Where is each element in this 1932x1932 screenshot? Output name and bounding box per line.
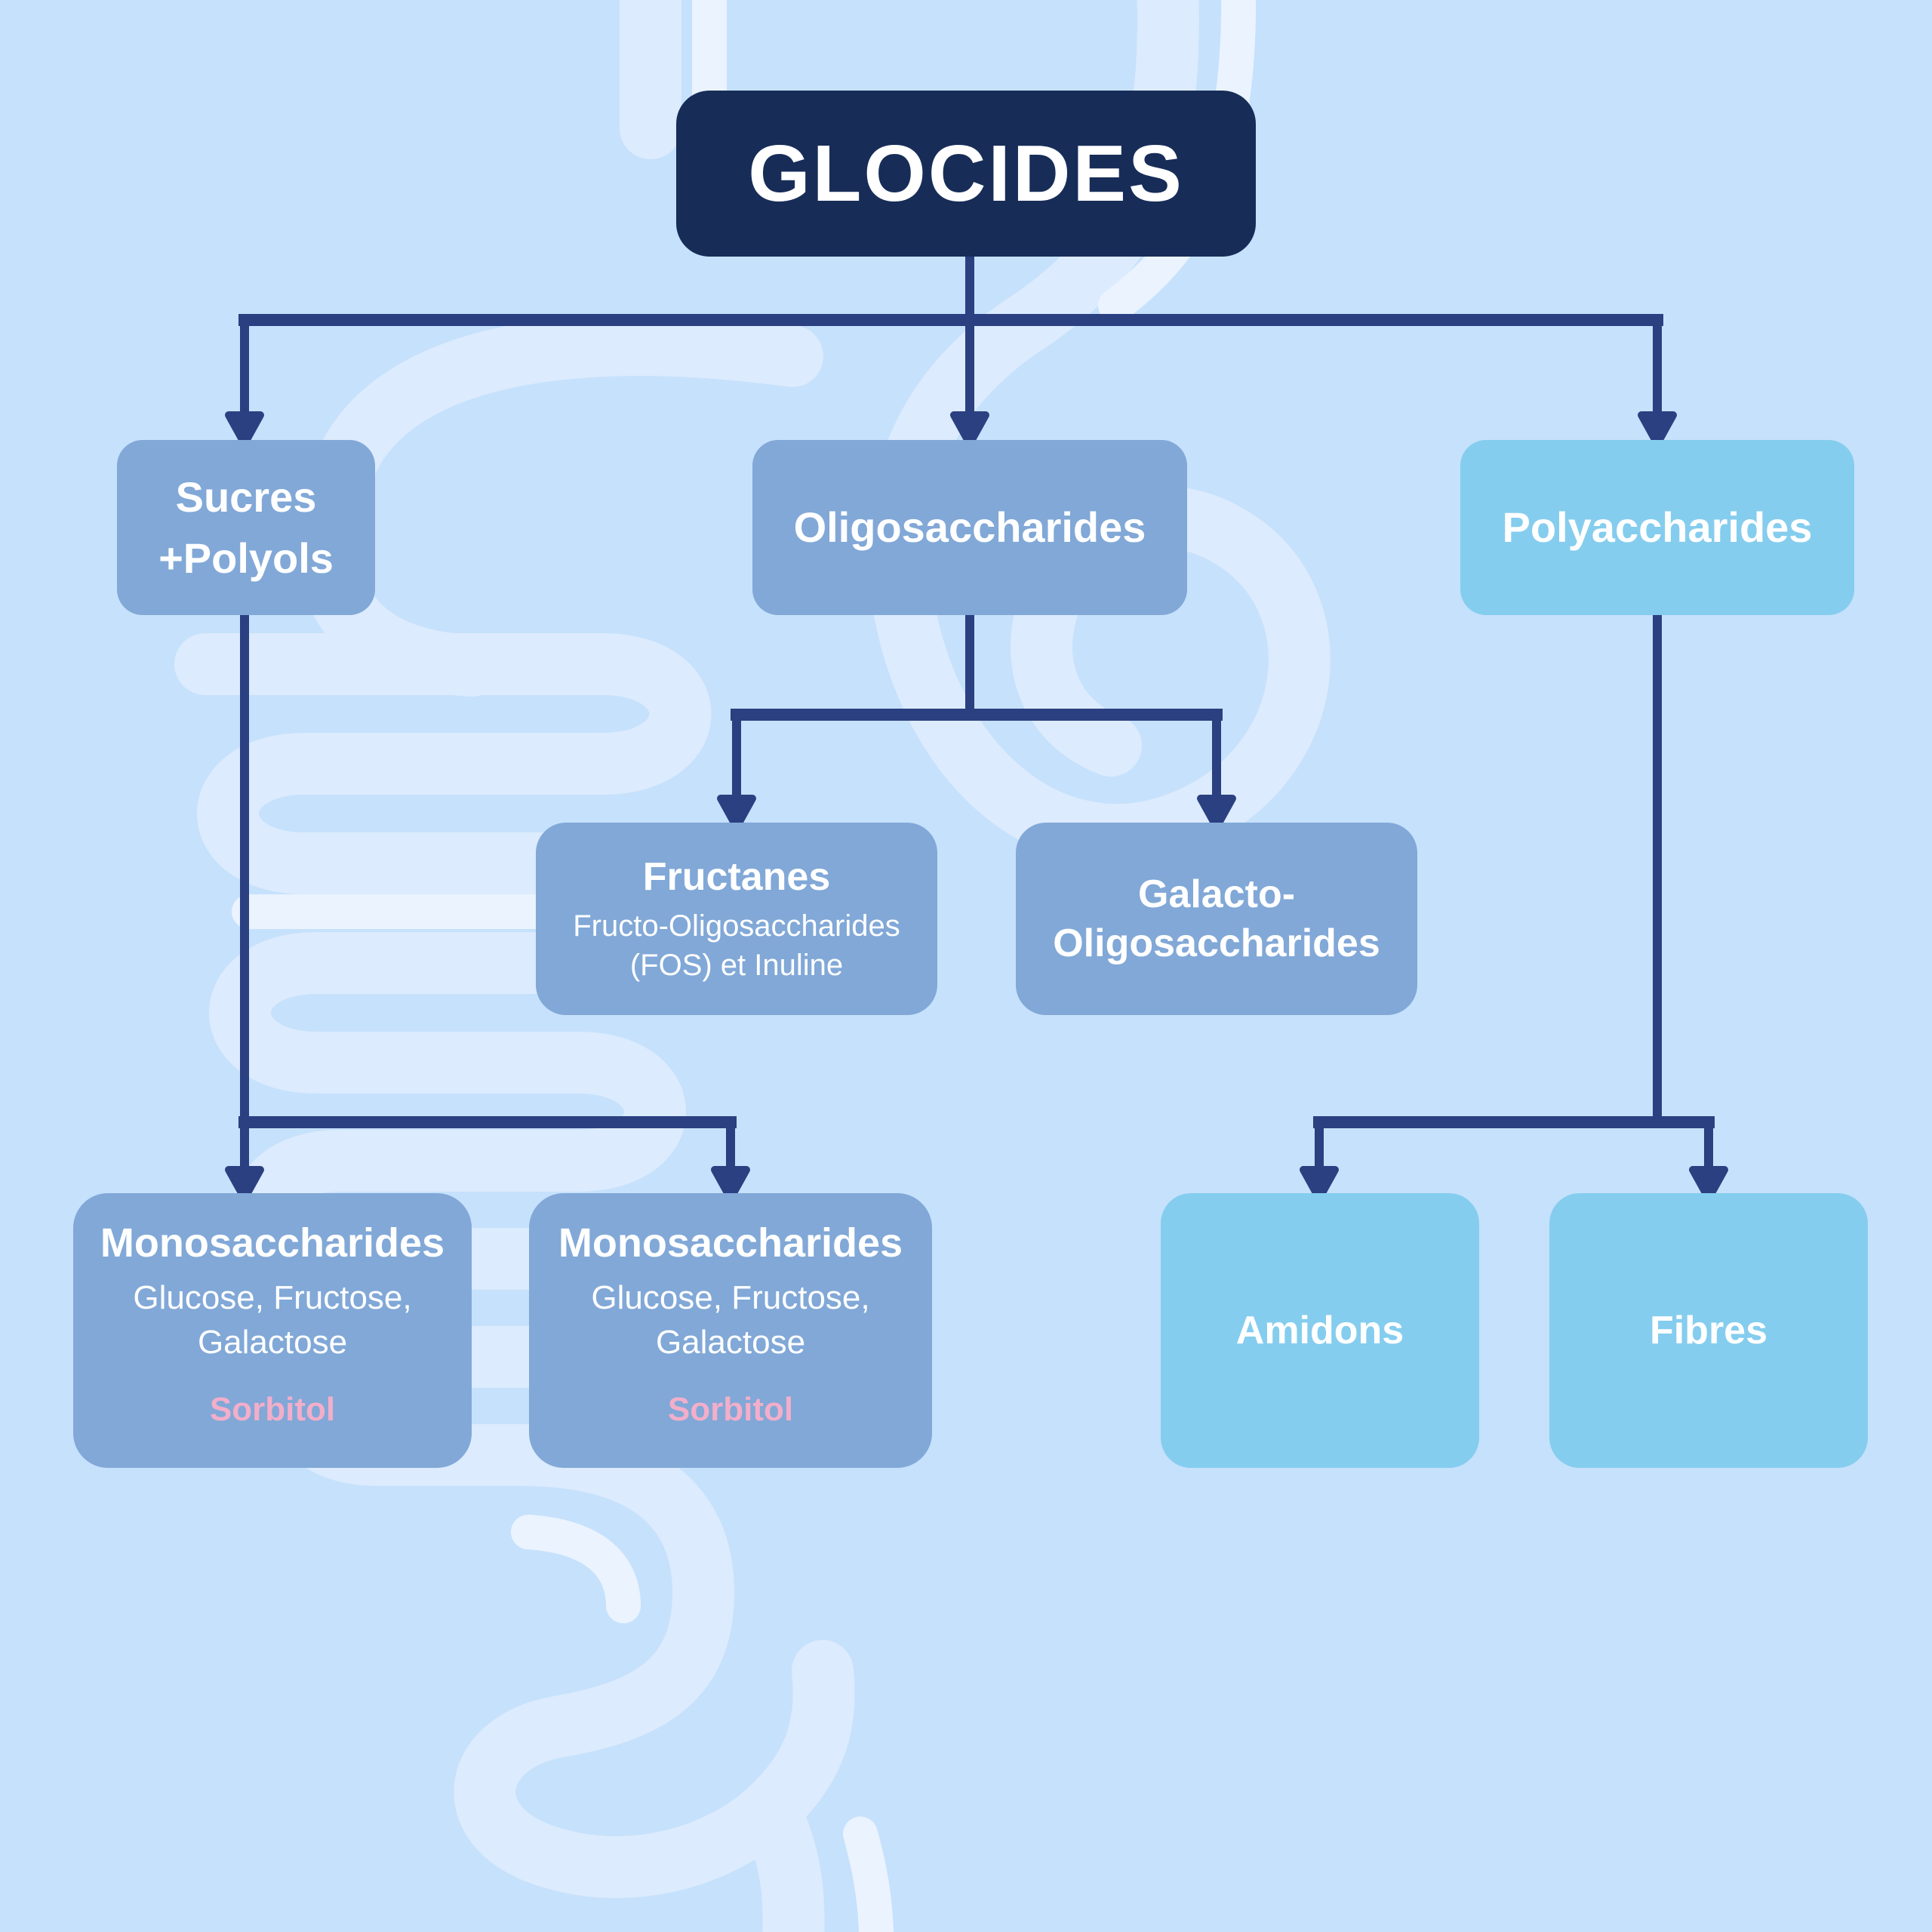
node-fructanes-subtitle: Fructo-Oligosaccharides (FOS) et Inuline: [573, 909, 900, 982]
node-monosaccharides-2: Monosaccharides Glucose, Fructose, Galac…: [529, 1193, 932, 1468]
node-galacto-oligosaccharides: Galacto- Oligosaccharides: [1016, 823, 1417, 1015]
node-monosaccharides-1-note: Sorbitol: [209, 1391, 336, 1428]
node-monosaccharides-1: Monosaccharides Glucose, Fructose, Galac…: [73, 1193, 472, 1468]
node-sucres-polyols-label: Sucres +Polyols: [158, 472, 334, 582]
node-monosaccharides-2-title: Monosaccharides: [558, 1220, 903, 1266]
node-monosaccharides-1-title: Monosaccharides: [100, 1220, 445, 1266]
node-polysaccharides: Polyaccharides: [1460, 440, 1854, 615]
node-amidons-label: Amidons: [1235, 1309, 1404, 1352]
node-monosaccharides-2-subtitle: Glucose, Fructose, Galactose: [591, 1278, 870, 1361]
node-fructanes-title: Fructanes: [642, 855, 831, 899]
node-amidons: Amidons: [1161, 1193, 1479, 1468]
node-oligosaccharides: Oligosaccharides: [752, 440, 1187, 615]
node-fibres-label: Fibres: [1649, 1309, 1768, 1352]
node-monosaccharides-2-note: Sorbitol: [667, 1391, 794, 1428]
node-monosaccharides-1-subtitle: Glucose, Fructose, Galactose: [133, 1278, 412, 1361]
diagram-title: GLOCIDES: [748, 128, 1184, 218]
node-sucres-polyols: Sucres +Polyols: [117, 440, 375, 615]
node-galacto-label: Galacto- Oligosaccharides: [1053, 872, 1380, 965]
node-oligosaccharides-label: Oligosaccharides: [793, 503, 1146, 552]
node-fructanes: Fructanes Fructo-Oligosaccharides (FOS) …: [536, 823, 937, 1015]
node-glucides-title: GLOCIDES: [676, 91, 1256, 257]
node-fibres: Fibres: [1549, 1193, 1868, 1468]
node-polysaccharides-label: Polyaccharides: [1502, 503, 1813, 552]
